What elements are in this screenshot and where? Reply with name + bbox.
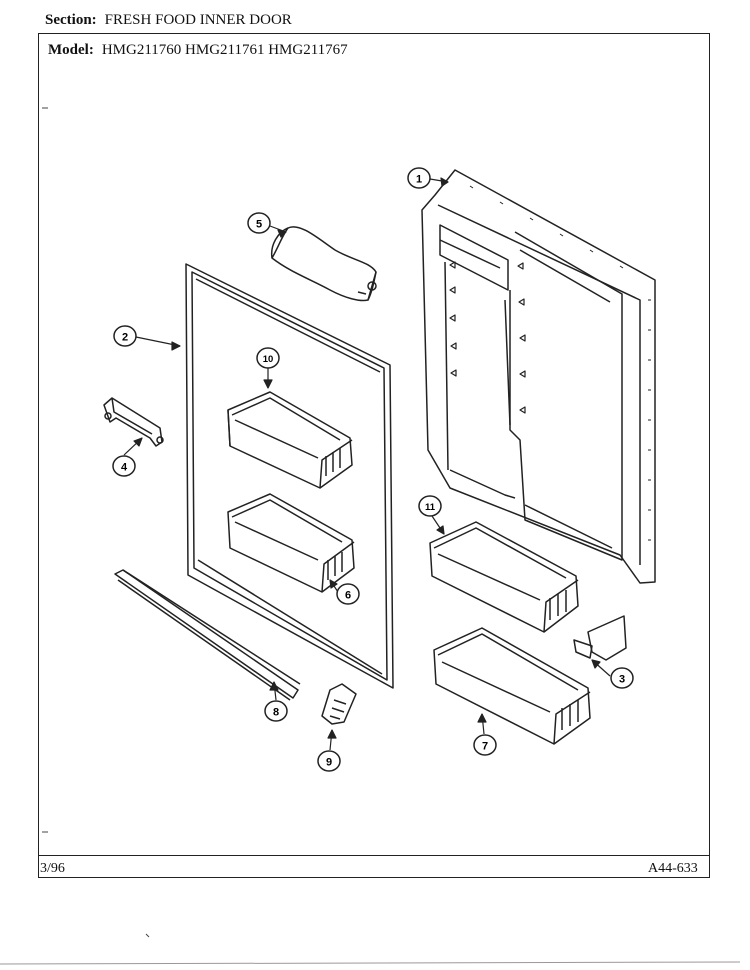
dairy-door <box>270 226 377 302</box>
callout-3: 3 <box>610 667 634 689</box>
callout-1: 1 <box>407 167 431 189</box>
callout-2: 2 <box>113 325 137 347</box>
callout-9: 9 <box>317 750 341 772</box>
callout-10-label: 10 <box>263 354 274 365</box>
callout-11-label: 11 <box>425 502 436 513</box>
diagram-frame <box>38 33 710 878</box>
bottle-retainer <box>573 615 627 661</box>
door-bin-upper <box>227 391 353 489</box>
callout-2-label: 2 <box>122 332 128 344</box>
door-gasket <box>185 263 394 689</box>
callout-4-label: 4 <box>121 462 128 474</box>
callout-11: 11 <box>418 495 442 517</box>
model-numbers: HMG211760 HMG211761 HMG211767 <box>101 42 348 58</box>
callout-5-label: 5 <box>256 219 262 231</box>
section-value: FRESH FOOD INNER DOOR <box>104 12 292 28</box>
shelf-bracket <box>103 397 164 447</box>
callout-1-label: 1 <box>416 174 422 186</box>
door-bin-lower <box>227 493 355 593</box>
footer-date: 3/96 <box>40 861 65 876</box>
callout-4: 4 <box>112 455 136 477</box>
scan-marks <box>0 107 741 965</box>
inner-door-liner <box>421 169 656 584</box>
callout-8: 8 <box>264 700 288 722</box>
leader-lines <box>123 177 611 751</box>
section-header: Section: FRESH FOOD INNER DOOR <box>45 12 292 29</box>
model-label: Model: <box>48 42 94 58</box>
callout-6-label: 6 <box>345 590 351 602</box>
callout-7-label: 7 <box>482 741 488 753</box>
callout-8-label: 8 <box>273 707 279 719</box>
callout-9-label: 9 <box>326 757 332 769</box>
callout-7: 7 <box>473 734 497 756</box>
callout-6: 6 <box>336 583 360 605</box>
bar-end-cap <box>321 683 357 725</box>
model-header: Model: HMG211760 HMG211761 HMG211767 <box>48 42 348 59</box>
door-bin-right <box>429 521 579 633</box>
door-bin-bottom <box>433 627 591 745</box>
callout-5: 5 <box>247 212 271 234</box>
footer-code: A44-633 <box>648 861 698 876</box>
section-label: Section: <box>45 12 97 28</box>
callout-3-label: 3 <box>619 674 625 686</box>
door-bar-trim <box>114 569 301 701</box>
footer-divider <box>38 855 710 856</box>
callout-10: 10 <box>256 347 280 369</box>
